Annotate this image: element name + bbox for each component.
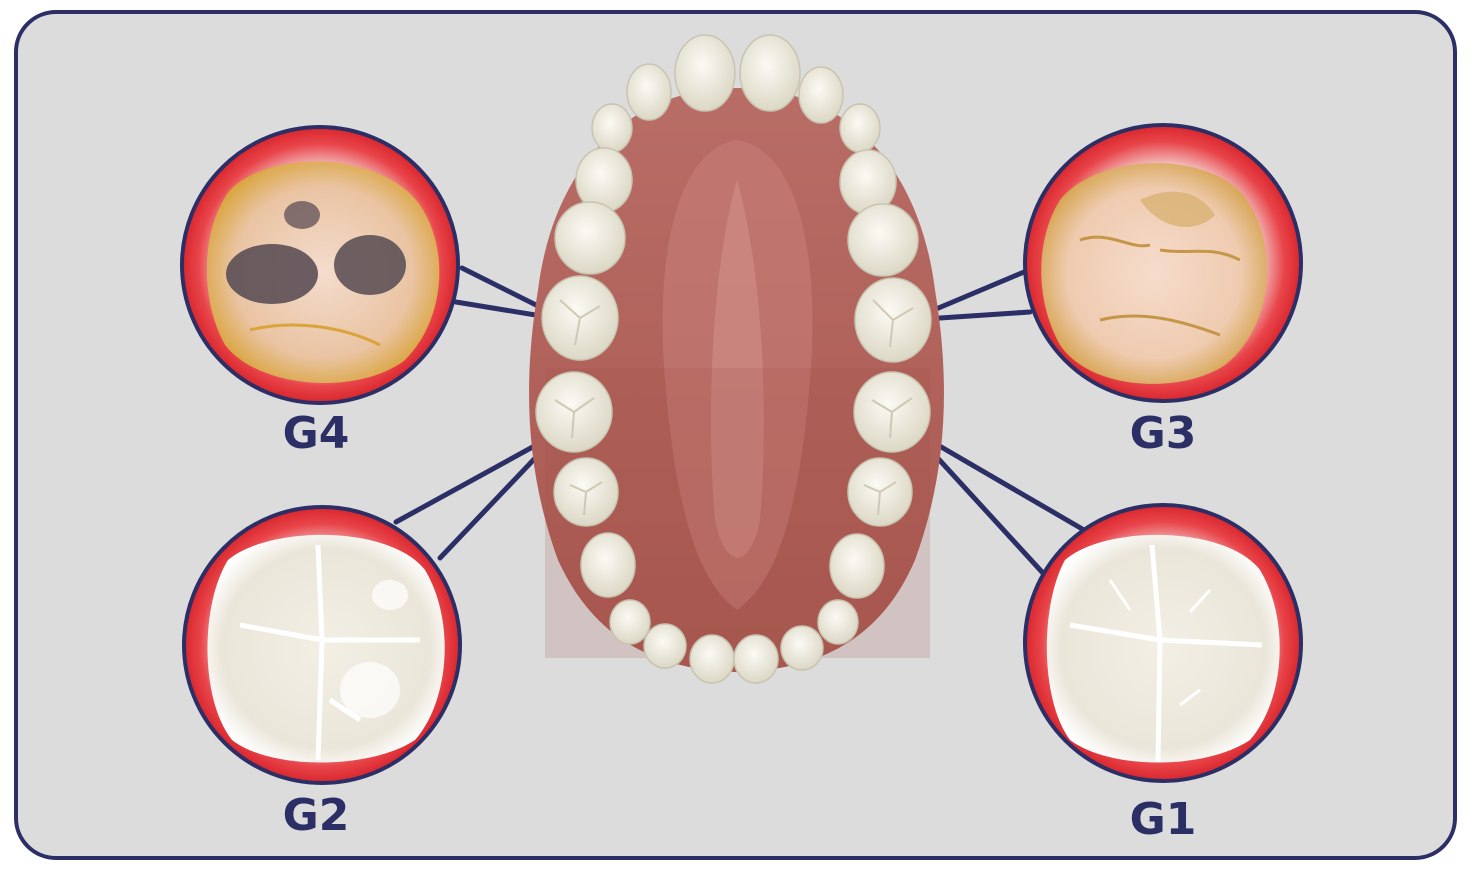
g4-cavity — [334, 235, 406, 295]
tooth — [734, 635, 778, 683]
g1-callout — [1025, 505, 1301, 781]
g4-cavity — [284, 201, 320, 229]
tooth — [627, 64, 671, 120]
g1-tooth-surface — [1047, 535, 1280, 763]
g2-white-lesion — [372, 580, 408, 610]
g2-tooth-surface — [207, 535, 444, 763]
tooth — [848, 204, 918, 276]
tooth — [818, 600, 858, 644]
g3-callout — [1025, 125, 1301, 401]
tooth — [781, 626, 823, 670]
g2-label: G2 — [283, 790, 350, 841]
tooth — [840, 104, 880, 152]
g4-callout — [182, 127, 458, 403]
tooth — [690, 635, 734, 683]
g4-label: G4 — [283, 408, 350, 459]
g3-label: G3 — [1130, 408, 1197, 459]
tooth — [830, 534, 884, 598]
tooth — [555, 202, 625, 274]
tooth — [644, 624, 686, 668]
g4-cavity — [226, 244, 318, 304]
tooth — [592, 104, 632, 152]
tooth — [799, 67, 843, 123]
tooth — [581, 533, 635, 597]
g1-label: G1 — [1130, 794, 1197, 845]
g2-callout — [184, 507, 460, 783]
tooth — [740, 35, 800, 111]
tooth — [610, 600, 650, 644]
upper-arch — [529, 35, 944, 683]
tooth — [675, 35, 735, 111]
g2-white-lesion — [340, 662, 400, 718]
